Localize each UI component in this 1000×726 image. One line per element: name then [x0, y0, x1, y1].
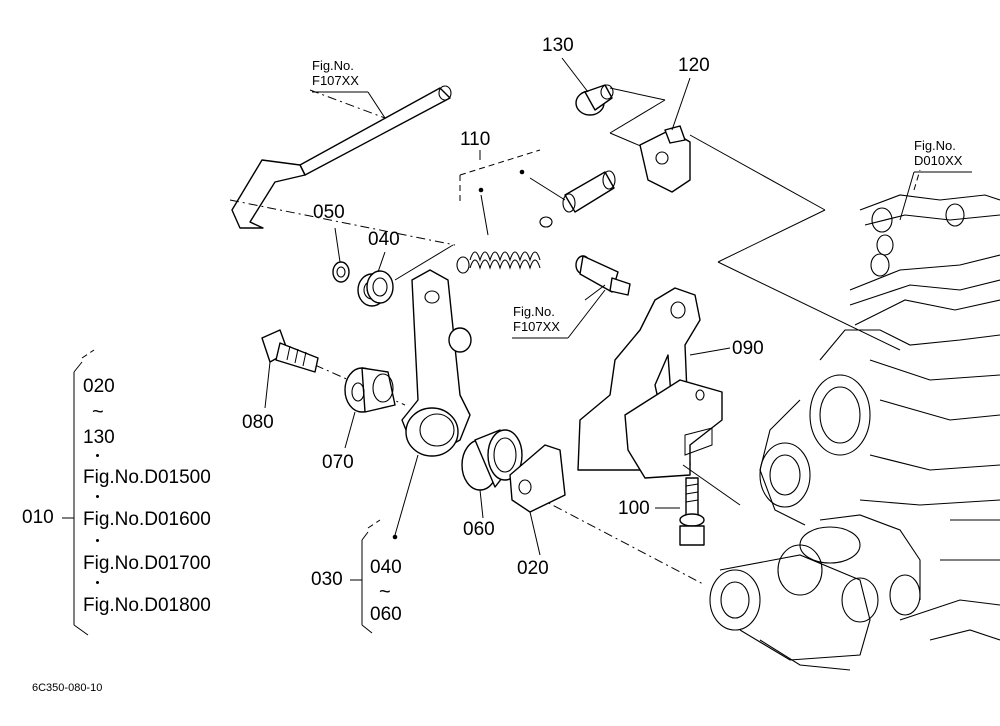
bushing-060-drawing	[461, 429, 523, 491]
group-030-end[interactable]: 060	[370, 604, 402, 625]
part-label-070[interactable]: 070	[322, 452, 354, 473]
bolt-080-drawing	[261, 329, 319, 373]
part-label-120[interactable]: 120	[678, 55, 710, 76]
leader-080	[264, 361, 271, 409]
group-010-dot-1	[96, 454, 99, 457]
group-010-dot-4	[96, 581, 99, 584]
fig-ref-d010-line1: Fig.No.	[914, 138, 956, 153]
bracket-120-drawing	[639, 125, 691, 193]
leader-070	[344, 411, 356, 449]
fig-ref-f107-top[interactable]: Fig.No. F107XX	[312, 58, 359, 89]
group-030-tilde: ~	[379, 581, 391, 603]
fig-ref-f107-top-line1: Fig.No.	[312, 58, 354, 73]
diagram-code: 6C350-080-10	[32, 682, 103, 694]
bracket-010-drawing	[62, 349, 95, 636]
spring-drawing	[456, 149, 566, 274]
part-label-050[interactable]: 050	[313, 202, 345, 223]
group-010-tilde: ~	[92, 401, 104, 423]
group-030-start[interactable]: 040	[370, 557, 402, 578]
bolt-100-drawing	[679, 477, 705, 546]
knob-130-drawing	[575, 84, 614, 116]
fig-ref-f107-mid-line1: Fig.No.	[513, 304, 555, 319]
group-010-ref-4[interactable]: Fig.No.D01800	[83, 595, 211, 616]
engine-housing-drawing	[709, 169, 1000, 671]
fig-ref-d010-line2: D010XX	[914, 152, 963, 168]
washers-drawing	[332, 261, 394, 307]
group-010-dot-3	[96, 539, 99, 542]
group-010-dot-2	[96, 495, 99, 498]
leader-020	[529, 511, 541, 556]
part-label-090[interactable]: 090	[732, 338, 764, 359]
bracket-030-drawing	[350, 519, 381, 634]
group-010-start[interactable]: 020	[83, 376, 115, 397]
part-label-060[interactable]: 060	[463, 519, 495, 540]
group-030-label[interactable]: 030	[311, 569, 343, 590]
part-label-100[interactable]: 100	[618, 498, 650, 519]
leader-060	[479, 489, 484, 519]
fig-ref-f107-mid[interactable]: Fig.No. F107XX	[513, 304, 560, 335]
fig-ref-f107-mid-line2: F107XX	[513, 318, 560, 334]
leader-040	[377, 251, 386, 273]
pin-drawing	[575, 255, 631, 296]
fig-ref-d010[interactable]: Fig.No. D010XX	[914, 138, 963, 169]
part-label-080[interactable]: 080	[242, 412, 274, 433]
part-label-110[interactable]: 110	[460, 129, 491, 150]
leader-130	[561, 57, 589, 93]
leader-120	[671, 77, 691, 131]
leader-090	[689, 347, 731, 356]
leader-030	[394, 454, 419, 536]
group-010-ref-1[interactable]: Fig.No.D01500	[83, 467, 211, 488]
throttle-rod-drawing	[231, 85, 452, 229]
bracket-090-drawing	[577, 287, 723, 479]
part-label-130[interactable]: 130	[542, 35, 574, 56]
part-label-040[interactable]: 040	[368, 229, 400, 250]
leader-050	[334, 227, 341, 263]
collar-070-drawing	[344, 367, 396, 413]
group-010-end[interactable]: 130	[83, 427, 115, 448]
lever-030-drawing	[401, 269, 472, 457]
fig-ref-f107-top-line2: F107XX	[312, 72, 359, 88]
part-label-020[interactable]: 020	[517, 558, 549, 579]
plate-020-drawing	[509, 444, 566, 513]
group-010-ref-3[interactable]: Fig.No.D01700	[83, 553, 211, 574]
group-010-label[interactable]: 010	[22, 507, 54, 528]
group-010-ref-2[interactable]: Fig.No.D01600	[83, 509, 211, 530]
